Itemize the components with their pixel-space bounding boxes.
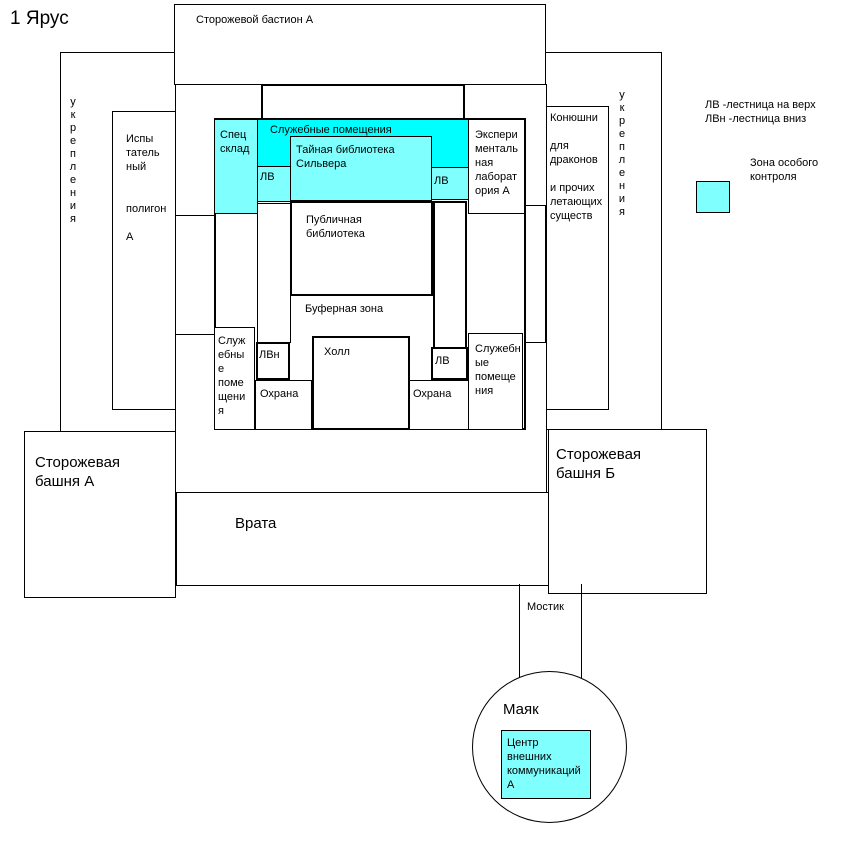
legend-stairs-up: ЛВ -лестница на верх — [705, 99, 816, 111]
bridge-left-edge — [519, 584, 520, 680]
room-hall-label: Холл — [324, 346, 350, 358]
bridge-right-edge — [581, 584, 582, 680]
inner-corridor-right[interactable] — [433, 201, 467, 349]
room-stairs-up-left-label: ЛВ — [260, 171, 275, 183]
buffer-zone-label: Буферная зона — [305, 303, 384, 315]
room-tower-a[interactable] — [24, 431, 176, 598]
room-gate[interactable] — [176, 492, 550, 586]
fortifications-right-label: у к р е п л е н и я — [618, 89, 626, 218]
inner-corridor-left[interactable] — [257, 203, 291, 343]
legend-stairs-down: ЛВн -лестница вниз — [705, 113, 807, 125]
room-stairs-up-right-label: ЛВ — [434, 175, 449, 187]
top-passage[interactable] — [261, 84, 465, 120]
room-service-left-label: Служ ебны е поме щени я — [218, 335, 246, 417]
room-stables[interactable] — [546, 106, 609, 410]
room-secret-library-label: Тайная библиотека Сильвера — [296, 144, 395, 170]
room-bastion[interactable] — [174, 4, 546, 85]
room-comm-center-label: Центр внешних коммуникаций А — [507, 737, 581, 791]
room-lab-label: Экспери менталь ная лаборат ория А — [475, 129, 518, 197]
room-tower-a-label: Сторожевая башня А — [35, 454, 121, 490]
page-title: 1 Ярус — [10, 8, 69, 29]
room-stairs-up-bottom[interactable] — [431, 347, 468, 380]
room-guard-right[interactable] — [409, 380, 469, 430]
room-guard-right-label: Охрана — [413, 388, 452, 400]
room-tower-b-label: Сторожевая башня Б — [556, 446, 642, 482]
room-testing-ground[interactable] — [112, 111, 176, 410]
room-special-storage-label: Спец склад — [220, 129, 250, 155]
room-stairs-up-bottom-label: ЛВ — [435, 355, 450, 367]
corridor-left[interactable] — [175, 215, 215, 335]
bridge-label: Мостик — [527, 601, 564, 613]
room-special-storage[interactable] — [214, 119, 258, 214]
room-testing-ground-label: Испы татель ный полигон А — [126, 133, 167, 243]
room-service-left[interactable] — [214, 327, 255, 430]
fortifications-left-label: у к р е п л е н и я — [69, 96, 77, 225]
room-public-library[interactable] — [290, 201, 433, 296]
corridor-right[interactable] — [525, 205, 546, 343]
legend-control-zone-swatch — [696, 181, 730, 213]
room-stairs-up-left[interactable] — [257, 166, 292, 202]
room-guard-left-label: Охрана — [260, 388, 299, 400]
room-stairs-down[interactable] — [256, 342, 290, 380]
room-service-top-label: Служебные помещения — [270, 124, 392, 136]
room-public-library-label: Публичная библиотека — [306, 214, 365, 240]
room-service-right-label: Служебн ые помеще ния — [475, 343, 521, 397]
room-tower-b[interactable] — [548, 429, 707, 594]
room-bastion-label: Сторожевой бастион А — [196, 14, 314, 26]
room-guard-left[interactable] — [255, 380, 312, 430]
room-stables-label: Конюшни для драконов и прочих летающих с… — [550, 112, 603, 222]
room-comm-center[interactable] — [501, 730, 591, 799]
room-lab[interactable] — [468, 119, 525, 214]
room-lighthouse-label: Маяк — [503, 701, 539, 718]
room-service-right[interactable] — [468, 333, 523, 430]
legend-control-zone-label: Зона особого контроля — [750, 157, 819, 183]
room-stairs-up-right[interactable] — [430, 167, 469, 200]
room-gate-label: Врата — [235, 515, 277, 532]
room-stairs-down-label: ЛВн — [259, 349, 280, 361]
room-secret-library[interactable] — [290, 136, 432, 201]
